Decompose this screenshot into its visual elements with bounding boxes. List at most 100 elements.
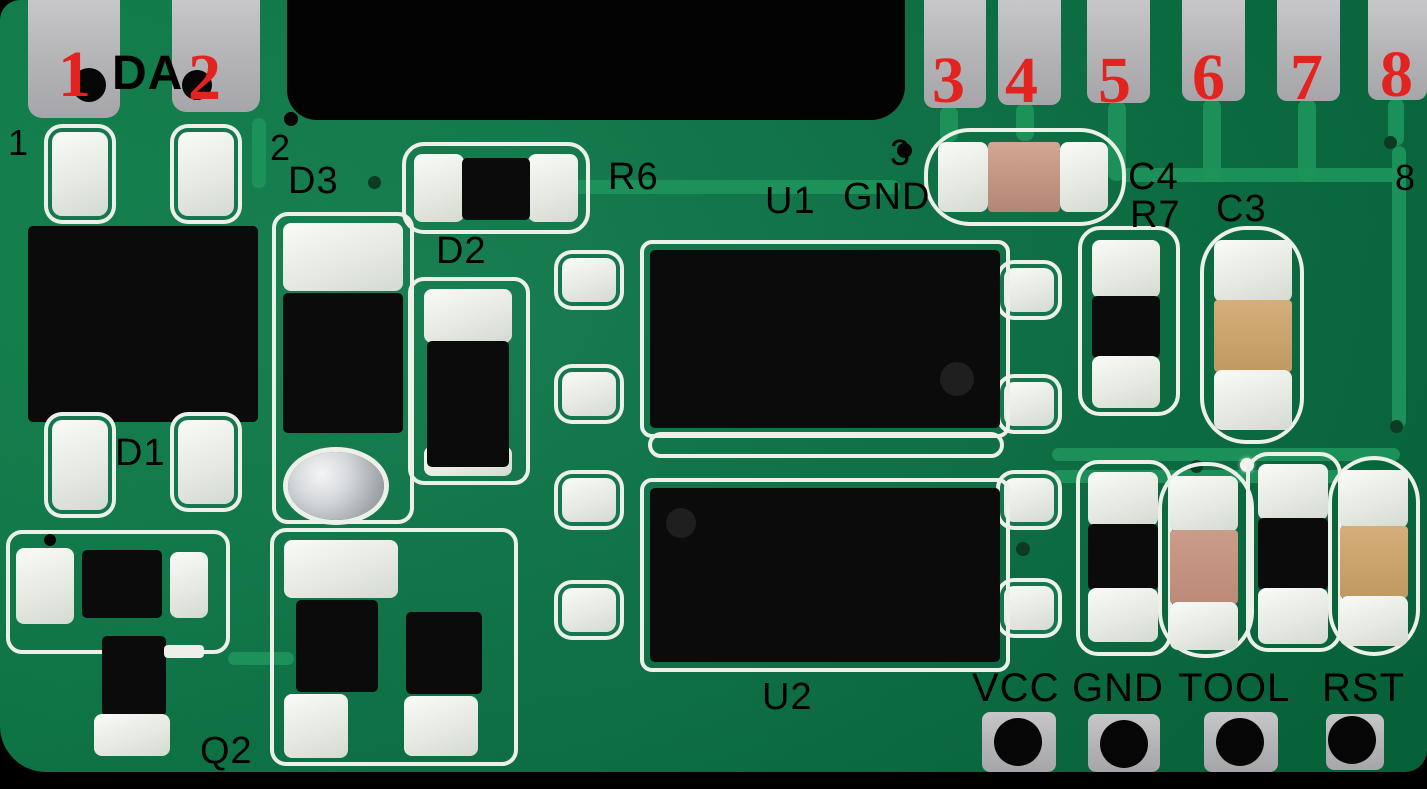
silkscreen-outline-u1 [640, 240, 1010, 438]
trace [252, 118, 266, 188]
board-top-notch [287, 0, 905, 120]
solder-pad [170, 552, 208, 618]
red-pin-number-7: 7 [1290, 41, 1323, 114]
solder-pad [562, 478, 616, 522]
component-body [1088, 524, 1158, 590]
tool-hole [1216, 718, 1264, 766]
solder-pad [528, 154, 578, 222]
u1-pin1-dot [940, 362, 974, 396]
silkscreen-line [648, 432, 1004, 458]
edge-pad-6 [1182, 0, 1245, 101]
label-q2: Q2 [200, 730, 253, 772]
solder-pad [562, 258, 616, 302]
solder-pad [178, 420, 234, 504]
silkscreen-outline-d3 [272, 212, 414, 524]
silkscreen-outline-c4 [924, 128, 1126, 226]
red-pin-number-8: 8 [1380, 38, 1413, 111]
u2-pin1-dot [666, 508, 696, 538]
solder-pad [1004, 478, 1054, 522]
via [1016, 542, 1030, 556]
solder-pad [1258, 588, 1328, 644]
label-rst: RST [1322, 666, 1405, 710]
red-pin-number-2: 2 [188, 41, 221, 114]
label-r6: R6 [608, 156, 659, 198]
silkscreen-pin-8: 8 [1395, 157, 1417, 198]
component-u2-body [650, 488, 1000, 662]
label-gnd: GND [1072, 666, 1164, 710]
component-body [406, 612, 482, 694]
component-q2-body [82, 550, 162, 618]
label-gnd-top: GND [843, 176, 931, 218]
solder-pad [1088, 588, 1158, 642]
solder-pad [283, 223, 403, 291]
component-body [296, 600, 378, 692]
component-body [1258, 518, 1328, 590]
solder-pad [1060, 142, 1108, 212]
label-da: DA [112, 47, 184, 100]
solder-pad [1214, 370, 1292, 430]
trace [1298, 99, 1316, 181]
label-u2: U2 [762, 676, 813, 718]
capacitor-body [1340, 526, 1408, 598]
trace [1388, 98, 1404, 146]
silkscreen-pin-2: 2 [270, 127, 292, 168]
silkscreen-outline-r7 [1078, 226, 1180, 416]
silkscreen-outline-r6 [402, 142, 590, 234]
red-pin-number-5: 5 [1098, 44, 1131, 117]
silkscreen-outline [1158, 462, 1254, 658]
solder-pad [424, 289, 512, 343]
solder-pad [1088, 472, 1158, 526]
gnd-hole [1100, 720, 1148, 768]
label-vcc: VCC [972, 666, 1060, 710]
silkscreen-pin-1: 1 [8, 122, 30, 163]
solder-pad [938, 142, 988, 212]
silkscreen-mark [164, 645, 204, 658]
solder-pad [284, 540, 398, 598]
edge-pad-5 [1087, 0, 1150, 103]
capacitor-c4-body [988, 142, 1060, 212]
solder-pad [16, 548, 74, 624]
solder-pad [1214, 240, 1292, 302]
silkscreen-outline-u2 [640, 478, 1010, 672]
label-tool: TOOL [1178, 666, 1291, 710]
edge-pad-8 [1368, 0, 1427, 100]
pin1-hole [72, 68, 106, 102]
solder-pad [1004, 268, 1054, 312]
solder-pad [1170, 602, 1238, 650]
component-r7-body [1092, 296, 1160, 358]
component-u1-body [650, 250, 1000, 428]
trace [1203, 99, 1221, 181]
solder-pad [562, 588, 616, 632]
solder-pad [52, 132, 108, 216]
vcc-hole [994, 718, 1042, 766]
label-d2: D2 [436, 230, 487, 272]
via [1384, 136, 1397, 149]
pin2-hole [182, 70, 212, 100]
solder-pad [178, 132, 234, 216]
label-r7: R7 [1130, 194, 1181, 236]
via [284, 112, 298, 126]
red-pin-number-4: 4 [1005, 44, 1038, 117]
red-pin-number-6: 6 [1192, 41, 1225, 114]
edge-pad-3 [924, 0, 986, 108]
component-q2-body2 [102, 636, 166, 716]
silkscreen-outline-center [270, 528, 518, 766]
solder-pad [94, 714, 170, 756]
via [1390, 420, 1403, 433]
solder-pad [562, 372, 616, 416]
component-d3-body [283, 293, 403, 433]
trace [1392, 146, 1406, 428]
red-pin-number-1: 1 [58, 38, 91, 111]
edge-pad-1 [28, 0, 120, 118]
edge-pad-7 [1277, 0, 1340, 101]
solder-pad [52, 420, 108, 510]
label-d1: D1 [115, 432, 166, 474]
capacitor-body [1170, 530, 1238, 604]
solder-pad [1170, 476, 1238, 532]
label-u1: U1 [765, 180, 816, 222]
capacitor-c3-body [1214, 300, 1292, 372]
rst-hole [1328, 716, 1376, 764]
solder-pad [414, 154, 464, 222]
label-d3: D3 [288, 160, 339, 202]
